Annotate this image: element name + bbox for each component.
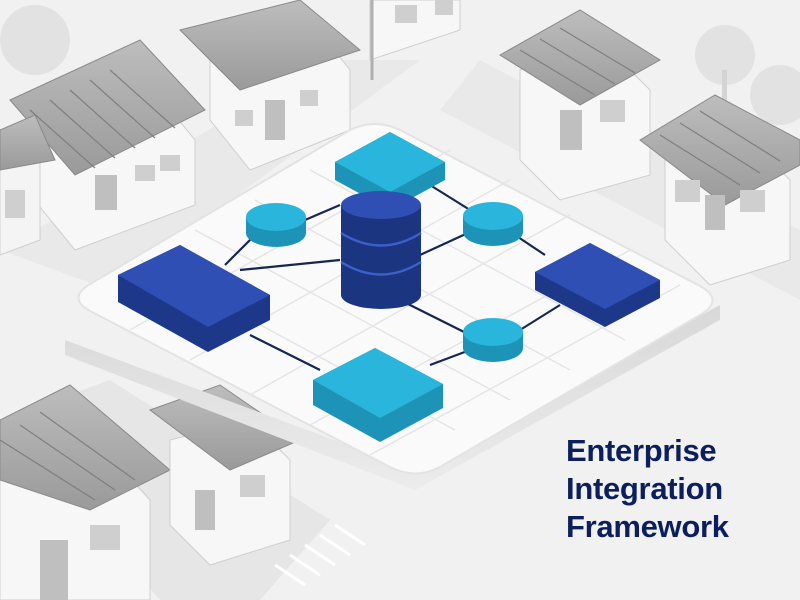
- house-top-center: [179, 0, 362, 171]
- connector-db-to-lower-disc: [399, 299, 471, 336]
- database-icon[interactable]: [340, 191, 422, 309]
- title-line-2: Integration: [566, 471, 723, 506]
- house-right: [639, 94, 800, 286]
- connector-left-disc-to-db: [304, 203, 341, 222]
- house-bottom-center: [148, 384, 302, 566]
- connector-lower-disc-to-bottom-square: [429, 348, 471, 367]
- cyan-square-node-top[interactable]: [335, 132, 445, 210]
- connector-right-disc-to-right-block: [514, 234, 546, 256]
- navy-block-node-right[interactable]: [535, 243, 660, 327]
- title-line-3: Framework: [566, 509, 729, 544]
- title-line-1: Enterprise: [566, 433, 717, 468]
- cyan-disc-node-right-upper[interactable]: [463, 202, 523, 246]
- crosswalk: [274, 523, 366, 587]
- connector-left-block-to-bottom-square: [249, 334, 321, 371]
- connector-db-to-right-disc: [419, 231, 471, 256]
- navy-block-node-left[interactable]: [118, 245, 270, 352]
- house-left-edge: [0, 114, 56, 256]
- connector-left-disc-to-left-block: [224, 234, 256, 266]
- cyan-disc-node-right-lower[interactable]: [463, 318, 523, 362]
- cyan-disc-node-left[interactable]: [246, 203, 306, 247]
- house-bottom-left: [0, 384, 171, 600]
- connector-left-block-to-db: [239, 258, 341, 272]
- connector-top-square-to-right-disc: [429, 184, 471, 211]
- title-block: Enterprise Integration Framework: [566, 432, 729, 546]
- connector-lower-disc-to-right-block: [519, 304, 561, 331]
- house-top-right-back: [369, 0, 461, 80]
- connector-lines: [224, 184, 561, 371]
- house-top-right: [499, 9, 661, 201]
- cyan-square-node-bottom[interactable]: [313, 348, 443, 442]
